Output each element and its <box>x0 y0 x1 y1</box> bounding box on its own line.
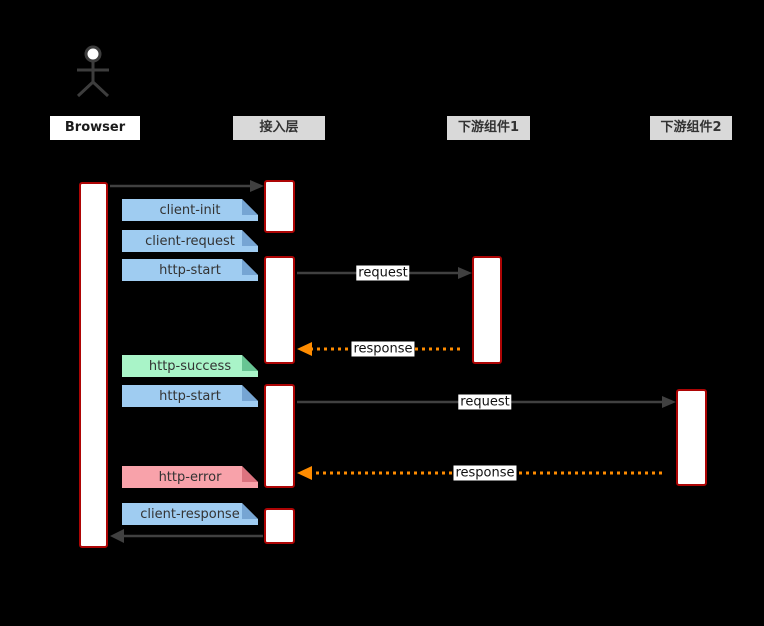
activation-access-3 <box>264 384 295 488</box>
note-label: http-error <box>158 469 222 485</box>
note-client-response: client-response <box>122 503 258 525</box>
message-label-request-1: request <box>356 265 410 281</box>
activation-downstream-2 <box>676 389 707 486</box>
activation-access-1 <box>264 180 295 233</box>
arrowhead-left-icon <box>297 342 312 356</box>
note-http-start-1: http-start <box>122 259 258 281</box>
arrowhead-left-icon <box>110 529 124 543</box>
arrowhead-right-icon <box>662 396 676 408</box>
message-arrow-init <box>110 180 264 192</box>
activation-browser <box>79 182 108 548</box>
arrowhead-right-icon <box>250 180 264 192</box>
note-http-success: http-success <box>122 355 258 377</box>
note-label: http-start <box>159 388 221 404</box>
participant-downstream-2: 下游组件2 <box>650 116 732 140</box>
activation-access-2 <box>264 256 295 364</box>
note-client-init: client-init <box>122 199 258 221</box>
activation-downstream-1 <box>472 256 502 364</box>
actor-leg-left <box>76 80 95 98</box>
note-http-start-2: http-start <box>122 385 258 407</box>
actor-icon <box>76 45 110 98</box>
note-label: http-start <box>159 262 221 278</box>
note-label: client-response <box>140 506 240 522</box>
note-client-request: client-request <box>122 230 258 252</box>
participant-downstream-1: 下游组件1 <box>447 116 530 140</box>
note-label: http-success <box>148 358 232 374</box>
note-label: client-init <box>159 202 221 218</box>
message-label-response-1: response <box>351 341 415 357</box>
message-label-request-2: request <box>458 394 512 410</box>
activation-access-4 <box>264 508 295 544</box>
message-arrow-response-1 <box>297 342 460 356</box>
message-label-response-2: response <box>453 465 517 481</box>
message-arrow-return <box>110 529 263 543</box>
note-http-error: http-error <box>122 466 258 488</box>
arrowhead-left-icon <box>297 466 312 480</box>
actor-head <box>84 45 102 63</box>
participant-browser: Browser <box>50 116 140 140</box>
note-label: client-request <box>145 233 235 249</box>
arrowhead-right-icon <box>458 267 472 279</box>
actor-leg-right <box>91 80 110 98</box>
participant-access-layer: 接入层 <box>233 116 325 140</box>
